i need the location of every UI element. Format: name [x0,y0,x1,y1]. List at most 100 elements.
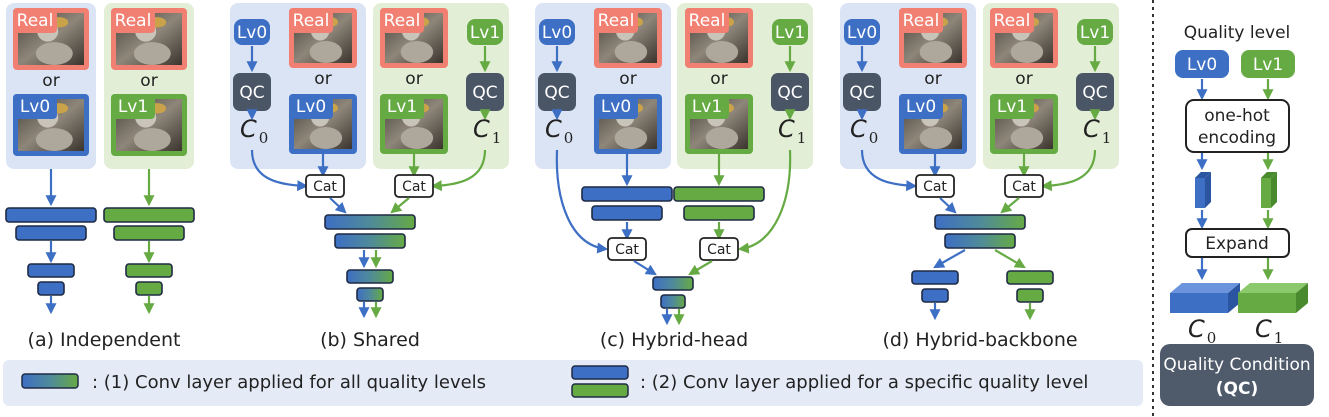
panel-b-arrow-cat-conv-blue [329,197,347,214]
panel-c-cat-blue-label: Cat [615,242,639,258]
panel-d-lv0-image-label: Lv0 [906,97,936,117]
panel-c-real-image-lv1: Real [685,8,753,68]
panel-b-real-image-lv0: Real [289,8,357,68]
panel-b-conv-shared-1 [324,214,416,230]
panel-b-conv-shared-4 [356,287,384,302]
qc-footer-line2: (QC) [1216,379,1258,399]
panel-d-conv-blue-1 [911,270,959,285]
panel-d-qc-blue: QC [843,73,881,111]
panel-a-lv1-image: Lv1 [111,94,187,156]
panel-d-lv1-tag: Lv1 [1077,19,1113,45]
panel-c-lv1-image: Lv1 [685,94,753,154]
panel-b-lv0-tag-label: Lv0 [237,23,267,43]
panel-d-conv-shared-1 [934,214,1026,230]
onehot-box [1185,99,1290,153]
panel-c-or-lv1: or [710,69,727,89]
panel-b-qc-blue: QC [233,73,271,111]
panel-d-lv1-image: Lv1 [990,94,1058,154]
panel-b-qc-green-label: QC [472,83,497,103]
panel-d-lv1-image-label: Lv1 [997,97,1027,117]
panel-c-lv1-tag: Lv1 [772,19,808,45]
panel-d-conv-green-1 [1006,270,1054,285]
panel-d-real-image-lv0: Real [899,8,967,68]
panel-c-conv-blue-2 [591,205,663,221]
expand-box [1185,228,1290,258]
right-c0-slab [1170,283,1240,313]
panel-c-cat-green: Cat [699,237,739,261]
right-c1-slab [1238,283,1308,313]
qc-footer-line1: Quality Condition [1163,355,1310,375]
panel-d-lv0-tag: Lv0 [844,19,880,45]
panel-c-lv0-image: Lv0 [594,94,662,154]
panel-a-real-image-lv1-label: Real [115,11,152,31]
panel-a-real-image-lv0-label: Real [17,11,54,31]
onehot-label-line1: one-hot [1204,106,1270,126]
panel-a-lv0-image: Lv0 [13,94,89,156]
panel-c-real-image-lv0-label: Real [598,11,635,31]
panel-b-lv1-tag-label: Lv1 [470,23,500,43]
panel-c-cat-blue: Cat [607,237,647,261]
panel-b-lv0-tag: Lv0 [234,19,270,45]
panel-c-arrow-cat-conv-blue [633,260,657,276]
panel-d-curve-c1-cat [1040,149,1097,192]
panel-b-real-image-lv0-label: Real [293,11,330,31]
panel-d-real-image-lv1-label: Real [994,11,1031,31]
panel-b-or-lv0: or [314,69,331,89]
panel-a-lv0-image-label: Lv0 [20,97,50,117]
panel-b-arrow-cat-conv-green [390,197,410,214]
panel-c-lv1-image-label: Lv1 [692,97,722,117]
panel-a-conv-blue-3 [27,263,75,278]
caption-independent: (a) Independent [28,329,181,351]
panel-c-qc-green: QC [771,73,809,111]
caption-hybrid-backbone: (d) Hybrid-backbone [882,329,1077,351]
panel-b-lv0-image-label: Lv0 [296,97,326,117]
right-lv1-tag-label: Lv1 [1253,55,1283,75]
panel-d-qc-blue-label: QC [849,83,874,103]
panel-c-qc-green-label: QC [777,83,802,103]
panel-d-real-image-lv1: Real [990,8,1058,68]
panel-d-or-lv1: or [1015,69,1032,89]
panel-a-lv1-image-label: Lv1 [118,97,148,117]
panel-c-curve-c0-cat [555,149,609,254]
right-lv0-tag-label: Lv0 [1187,55,1217,75]
panel-b-qc-green: QC [466,73,504,111]
panel-d-conv-green-2 [1016,288,1044,303]
panel-d-qc-green-label: QC [1082,83,1107,103]
legend-band [3,360,1143,406]
right-onehot-vector-green [1261,172,1277,208]
panel-d-real-image-lv0-label: Real [903,11,940,31]
panel-a-conv-green-3 [125,263,173,278]
panel-b-conv-shared-3 [346,269,394,284]
panel-c-conv-shared-2 [660,294,686,309]
panel-c-conv-shared-1 [652,276,694,291]
panel-c-lv0-image-label: Lv0 [601,97,631,117]
panel-c-lv1-tag-label: Lv1 [775,23,805,43]
panel-d-curve-c0-cat [860,149,918,192]
panel-c-real-image-lv1-label: Real [689,11,726,31]
panel-d-arrow-cat-conv-green [1000,197,1020,214]
panel-b-lv1-image-label: Lv1 [387,97,417,117]
panel-d-arrow-cat-conv-blue [939,197,957,214]
panel-b-real-image-lv1: Real [380,8,448,68]
panel-c-conv-green-1 [673,186,765,202]
legend-shared-conv-label: : (1) Conv layer applied for all quality… [92,372,486,393]
legend-specific-conv-label: : (2) Conv layer applied for a specific … [640,372,1088,393]
panel-b-lv0-image: Lv0 [289,94,357,154]
right-lv0-tag: Lv0 [1175,50,1229,78]
panel-c-lv0-tag: Lv0 [539,19,575,45]
panel-b-cat-blue: Cat [305,174,345,198]
panel-d-lv0-tag-label: Lv0 [847,23,877,43]
caption-hybrid-head: (c) Hybrid-head [600,329,748,351]
panel-d-conv-shared-2 [944,233,1016,249]
panel-b-or-lv1: or [405,69,422,89]
panel-d-arrow-split-green [994,249,1026,269]
panel-c-qc-blue-label: QC [544,83,569,103]
panel-b-curve-c1-cat [430,149,487,192]
panel-b-real-image-lv1-label: Real [384,11,421,31]
panel-b-conv-shared-2 [334,233,406,249]
